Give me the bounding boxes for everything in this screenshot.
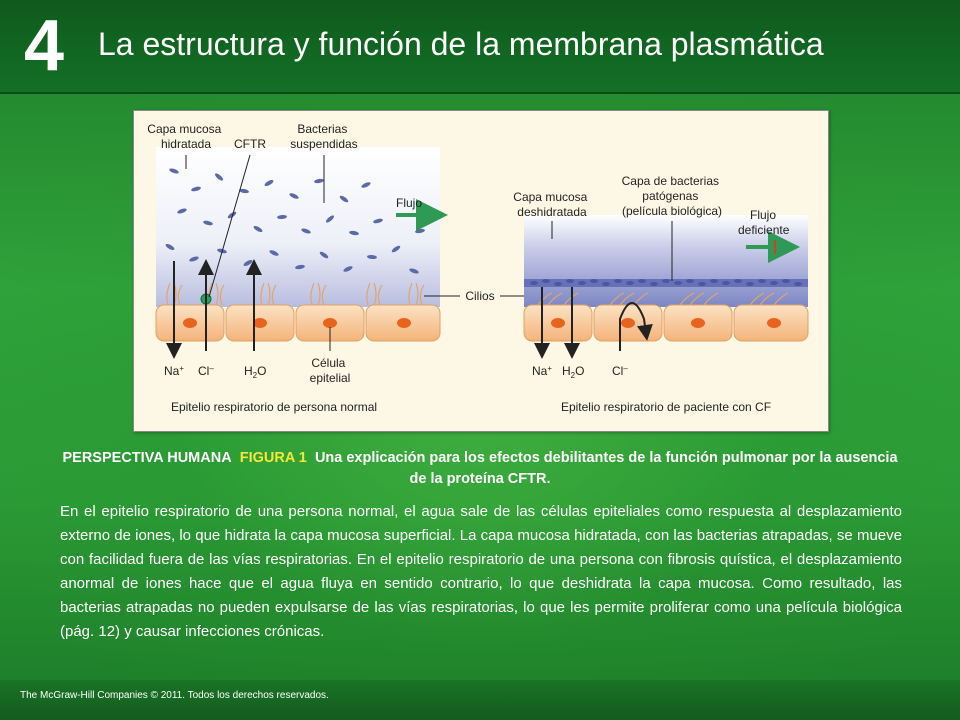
right-cilia xyxy=(537,292,789,306)
right-panel-caption: Epitelio respiratorio de paciente con CF xyxy=(561,400,771,414)
hydrated-mucus-layer xyxy=(156,147,440,307)
label-h2o-cf: H2O xyxy=(562,364,584,380)
right-epithelial-cells xyxy=(523,304,809,342)
label-na: Na+ xyxy=(164,364,184,378)
left-cilia xyxy=(166,282,425,306)
figure-caption-body: En el epitelio respiratorio de una perso… xyxy=(60,503,902,640)
slide-header xyxy=(0,0,960,94)
left-epithelial-cells xyxy=(155,304,441,342)
label-na-cf: Na+ xyxy=(532,364,552,378)
cl-arrow-cf xyxy=(619,302,653,351)
label-biofilm: Capa de bacterias patógenas (película bi… xyxy=(622,174,723,218)
label-flow: Flujo xyxy=(396,196,422,210)
pointer-cftr xyxy=(208,154,251,298)
caption-figure-label: FIGURA 1 xyxy=(239,450,307,466)
label-h2o: H2O xyxy=(244,364,266,380)
label-cftr: CFTR xyxy=(234,137,266,151)
slide-footer xyxy=(0,680,960,720)
cftr-diagram-svg: Capa mucosa hidratada CFTR Bacterias sus… xyxy=(147,122,809,414)
left-panel: Capa mucosa hidratada CFTR Bacterias sus… xyxy=(147,122,448,414)
deficient-flow-arrow xyxy=(746,231,800,263)
figure-caption-heading: PERSPECTIVA HUMANA FIGURA 1 Una explicac… xyxy=(56,448,904,490)
chapter-number: 4 xyxy=(24,6,65,86)
label-cl-cf: Cl– xyxy=(612,364,628,378)
label-mucus-hydrated: Capa mucosa hidratada xyxy=(147,122,224,151)
biofilm-bacteria xyxy=(524,279,808,287)
label-deficient-flow: Flujo deficiente xyxy=(738,208,790,237)
caption-prefix: PERSPECTIVA HUMANA xyxy=(62,450,232,466)
left-panel-caption: Epitelio respiratorio de persona normal xyxy=(171,400,377,414)
label-cl: Cl– xyxy=(198,364,214,378)
label-bacteria-suspended: Bacterias suspendidas xyxy=(290,122,357,151)
slide-title: La estructura y función de la membrana p… xyxy=(98,26,824,62)
copyright-notice: The McGraw-Hill Companies © 2011. Todos … xyxy=(20,690,329,701)
suspended-bacteria xyxy=(165,168,425,274)
label-mucus-dehydrated: Capa mucosa deshidratada xyxy=(513,190,590,219)
label-cilia: Cilios xyxy=(465,289,494,303)
caption-title: Una explicación para los efectos debilit… xyxy=(314,450,898,487)
right-panel: Capa mucosa deshidratada Capa de bacteri… xyxy=(513,174,809,414)
figure-diagram: Capa mucosa hidratada CFTR Bacterias sus… xyxy=(133,110,829,432)
label-epithelial-cell: Célula epitelial xyxy=(310,356,351,385)
